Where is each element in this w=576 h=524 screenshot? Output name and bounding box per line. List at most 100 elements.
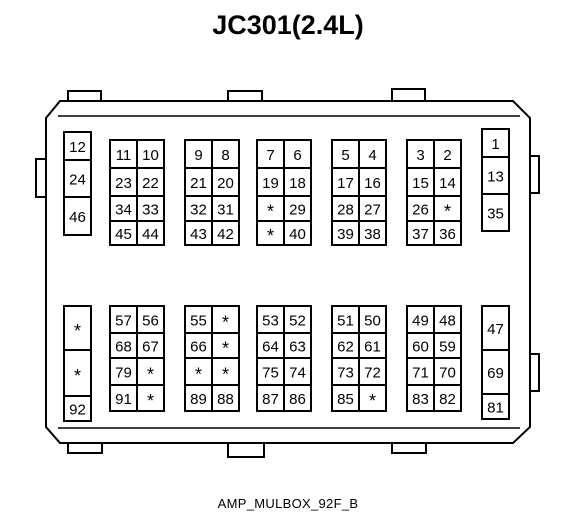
pin-number: 40: [289, 226, 306, 243]
pin-number: 33: [142, 202, 159, 219]
pin-number: 56: [142, 313, 159, 330]
unused-pin-marker: *: [147, 391, 154, 411]
pin-number: 85: [337, 391, 354, 408]
pin-number: 46: [69, 209, 86, 226]
pin-cell: [358, 384, 387, 412]
pin-number: 57: [115, 313, 132, 330]
pin-number: 88: [217, 391, 234, 408]
pin-number: 35: [487, 206, 504, 223]
pin-number: 79: [115, 365, 132, 382]
pin-number: 27: [364, 202, 381, 219]
pin-number: 43: [190, 226, 207, 243]
pin-cell: [211, 384, 240, 412]
pin-number: 47: [487, 321, 504, 338]
pin-number: 50: [364, 313, 381, 330]
unused-pin-marker: *: [267, 226, 274, 246]
pin-number: 26: [412, 202, 429, 219]
pin-number: 64: [262, 339, 279, 356]
diagram-title: JC301(2.4L): [212, 10, 364, 40]
pin-number: 89: [190, 391, 207, 408]
pin-number: 55: [190, 313, 207, 330]
unused-pin-marker: *: [222, 339, 229, 359]
pin-block: 12 24 46: [63, 131, 92, 236]
pin-number: 42: [217, 226, 234, 243]
pin-number: 69: [487, 365, 504, 382]
pin-cell: [433, 220, 462, 246]
pin-number: 51: [337, 313, 354, 330]
pin-number: 21: [190, 175, 207, 192]
top-latch-center: [227, 90, 263, 102]
top-latch-left: [67, 90, 102, 102]
pin-number: 75: [262, 365, 279, 382]
pin-number: 86: [289, 391, 306, 408]
pin-number: 63: [289, 339, 306, 356]
pin-number: 83: [412, 391, 429, 408]
pin-number: 38: [364, 226, 381, 243]
pin-number: 71: [412, 365, 429, 382]
pin-number: 17: [337, 175, 354, 192]
pin-number: 52: [289, 313, 306, 330]
pin-number: 15: [412, 175, 429, 192]
unused-pin-marker: *: [222, 313, 229, 333]
pin-number: 12: [69, 139, 86, 156]
pin-number: 31: [217, 202, 234, 219]
pin-number: 22: [142, 175, 159, 192]
unused-pin-marker: *: [444, 202, 451, 222]
pin-cell: [63, 395, 92, 422]
side-tab-left: [35, 158, 47, 198]
unused-pin-marker: *: [74, 321, 81, 341]
pin-number: 49: [412, 313, 429, 330]
bottom-latch-left: [67, 442, 103, 454]
pin-number: 34: [115, 202, 132, 219]
pin-number: 1: [491, 136, 499, 153]
unused-pin-marker: *: [267, 202, 274, 222]
pin-cell: [211, 220, 240, 246]
unused-pin-marker: *: [369, 391, 376, 411]
pin-number: 6: [293, 147, 301, 164]
pin-number: 28: [337, 202, 354, 219]
pin-number: 73: [337, 365, 354, 382]
pin-number: 36: [439, 226, 456, 243]
pin-number: 32: [190, 202, 207, 219]
pin-cell: [433, 384, 462, 412]
pin-number: 82: [439, 391, 456, 408]
pin-number: 23: [115, 175, 132, 192]
pin-block: **92: [63, 305, 92, 422]
pin-number: 39: [337, 226, 354, 243]
pin-number: 13: [487, 169, 504, 186]
pin-block: 1 13 35: [481, 128, 510, 232]
pin-number: 24: [69, 172, 86, 189]
pin-number: 16: [364, 175, 381, 192]
pin-cell: [481, 193, 510, 232]
pin-number: 74: [289, 365, 306, 382]
pin-number: 9: [194, 147, 202, 164]
pin-cell: [136, 384, 165, 412]
pin-number: 48: [439, 313, 456, 330]
unused-pin-marker: *: [222, 365, 229, 385]
pin-number: 45: [115, 226, 132, 243]
pin-number: 62: [337, 339, 354, 356]
pin-number: 66: [190, 339, 207, 356]
pin-number: 44: [142, 226, 159, 243]
pin-number: 4: [368, 147, 376, 164]
connector-caption: AMP_MULBOX_92F_B: [217, 496, 359, 511]
pin-number: 60: [412, 339, 429, 356]
pin-number: 20: [217, 175, 234, 192]
side-tab-right-bottom: [529, 353, 540, 392]
pin-cell: [283, 384, 312, 412]
connector-housing: [45, 100, 531, 444]
pin-cell: [136, 220, 165, 246]
pin-number: 18: [289, 175, 306, 192]
pin-number: 7: [266, 147, 274, 164]
top-latch-right: [391, 88, 426, 102]
